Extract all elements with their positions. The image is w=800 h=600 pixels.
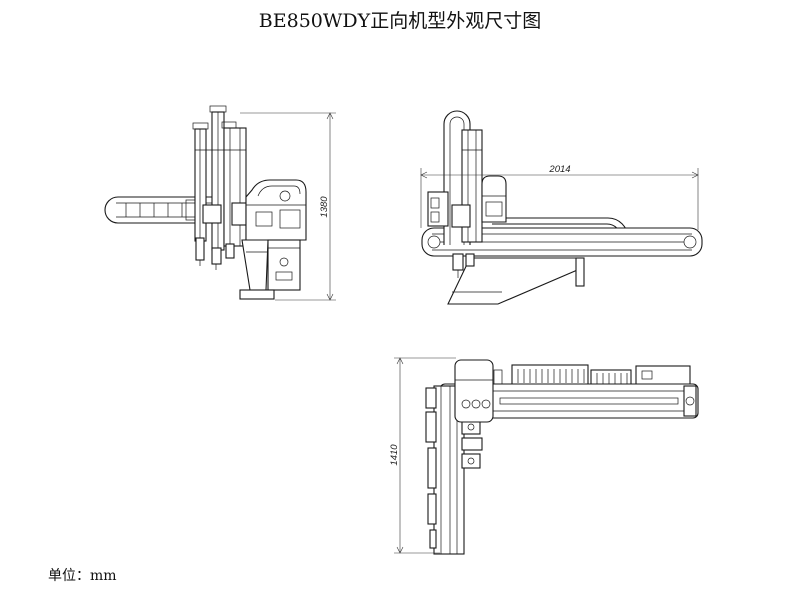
dimension-1380: 1380 (240, 112, 336, 301)
front-view-motor (481, 175, 507, 223)
front-view: 2014 (420, 110, 703, 305)
top-view-grippers (461, 419, 483, 469)
dimension-1380-label: 1380 (319, 196, 330, 218)
side-view: 1380 (104, 105, 336, 301)
front-view-gripper (427, 191, 475, 278)
dimension-1410-label: 1410 (389, 444, 400, 466)
dimension-1410: 1410 (389, 357, 456, 554)
side-view-control-box (267, 239, 301, 291)
drawing-title: BE850WDY正向机型外观尺寸图 (259, 10, 541, 32)
dimension-2014: 2014 (420, 164, 699, 230)
side-view-grippers (195, 237, 235, 270)
unit-label: 单位：mm (48, 568, 117, 584)
side-view-base (239, 239, 275, 300)
dimension-2014-label: 2014 (548, 164, 570, 175)
top-view: 1410 (389, 357, 699, 555)
side-view-vertical-rails (192, 105, 247, 251)
top-view-motor (454, 359, 503, 423)
side-view-motor-housing (245, 179, 307, 241)
